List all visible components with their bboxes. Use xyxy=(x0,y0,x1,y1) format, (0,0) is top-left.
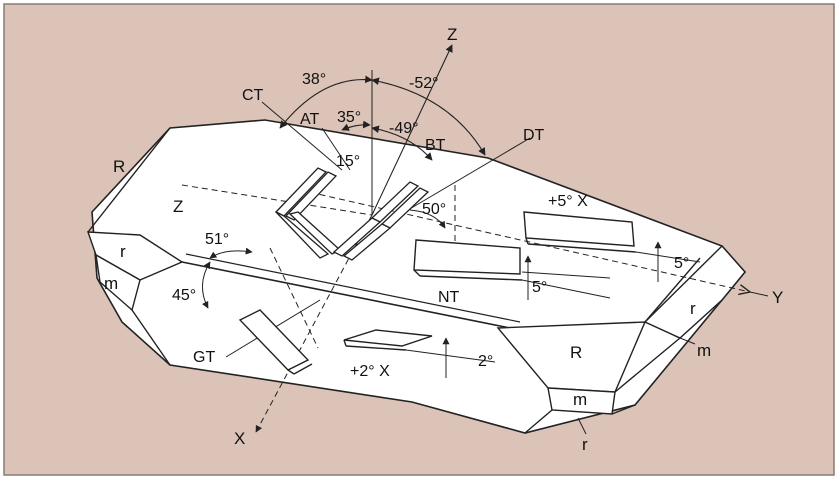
face-edge-left-R xyxy=(87,127,171,233)
plate-nt-bottom xyxy=(419,275,523,281)
face-label-m-bottom: m xyxy=(573,390,587,409)
face-edge-bottom xyxy=(524,409,553,434)
nt-ref-1 xyxy=(521,271,611,279)
plate-plus2x-bottom2 xyxy=(345,345,407,351)
angle-label-50: 50° xyxy=(422,201,446,218)
plate-plus5x-edge xyxy=(525,237,529,245)
r-bottom-leader xyxy=(577,417,587,435)
lower-bevel-edge xyxy=(181,261,521,331)
axis-label-y: Y xyxy=(772,288,783,307)
ct-leader xyxy=(261,101,343,171)
y-axis-line xyxy=(299,189,750,292)
face-label-r-right: r xyxy=(690,299,696,318)
cut-label-nt: NT xyxy=(438,289,460,306)
at-leader xyxy=(321,127,351,171)
arc-minus49 xyxy=(371,125,433,161)
face-label-m-right: m xyxy=(697,341,711,360)
plate-plus5x-bottom xyxy=(527,243,637,253)
face-edge-bottom-r xyxy=(611,404,636,415)
cut-label-ct: CT xyxy=(242,87,264,104)
angle-label-5-nt: 5° xyxy=(532,279,547,296)
plate-bt-3 xyxy=(332,217,382,257)
face-label-m-left: m xyxy=(104,274,118,293)
angle-label-minus49: -49° xyxy=(389,120,419,137)
angle-label-51: 51° xyxy=(205,231,229,248)
plate-gt-edge xyxy=(287,369,295,375)
angle-label-35: 35° xyxy=(337,109,361,126)
cut-label-dt: DT xyxy=(523,127,545,144)
plate-ct-2 xyxy=(284,171,338,221)
nt-ref-2 xyxy=(521,279,611,299)
face-label-Z: Z xyxy=(173,197,183,216)
angle-label-45: 45° xyxy=(172,287,196,304)
plate-gt-bottom xyxy=(293,363,313,375)
plate-nt-thickness xyxy=(413,269,421,277)
cut-label-plus5x: +5° X xyxy=(548,193,588,210)
axis-label-x: X xyxy=(234,429,245,448)
axis-label-z: Z xyxy=(447,25,457,44)
face-label-r-bottom: r xyxy=(582,435,588,454)
cut-label-gt: GT xyxy=(193,349,215,366)
arc-51 xyxy=(209,247,253,259)
dt-leader xyxy=(407,137,531,211)
y-axis-arrow-tail xyxy=(749,291,769,297)
face-label-R-right: R xyxy=(570,343,582,362)
face-r-right xyxy=(643,244,746,339)
plate-plus5x xyxy=(523,211,635,247)
m-right-leader xyxy=(674,335,696,345)
plus5x-ref xyxy=(635,251,701,263)
lower-left-edge xyxy=(131,309,171,366)
plate-gt xyxy=(238,309,310,371)
cut-label-bt: BT xyxy=(425,137,446,154)
face-label-r-left: r xyxy=(120,242,126,261)
plate-ct-3 xyxy=(275,211,330,259)
plate-nt xyxy=(413,239,521,275)
upper-bevel-edge xyxy=(185,253,521,323)
cut-label-at: AT xyxy=(300,111,319,128)
angle-label-15: 15° xyxy=(336,153,360,170)
arc-35 xyxy=(341,120,371,131)
arc-minus52 xyxy=(371,77,486,156)
arc-45 xyxy=(201,261,211,309)
dashed-helper-2 xyxy=(181,184,373,216)
face-label-R-left: R xyxy=(113,157,125,176)
right-edge-top xyxy=(644,257,701,323)
dashed-helper-3 xyxy=(269,247,319,349)
cut-label-plus2x: +2° X xyxy=(350,363,390,380)
plate-plus2x xyxy=(343,329,433,347)
angle-label-minus52: -52° xyxy=(409,75,439,92)
plus2x-ref xyxy=(405,349,496,363)
plate-bt-4 xyxy=(342,223,392,261)
angle-label-38: 38° xyxy=(302,71,326,88)
arc-38 xyxy=(279,75,373,129)
angle-label-5-y: 5° xyxy=(674,255,689,272)
plate-plus2x-bottom xyxy=(343,339,347,347)
arc-50 xyxy=(409,209,446,229)
right-edge-m xyxy=(614,337,681,393)
angle-label-2: 2° xyxy=(478,353,493,370)
face-r-left xyxy=(86,231,184,281)
